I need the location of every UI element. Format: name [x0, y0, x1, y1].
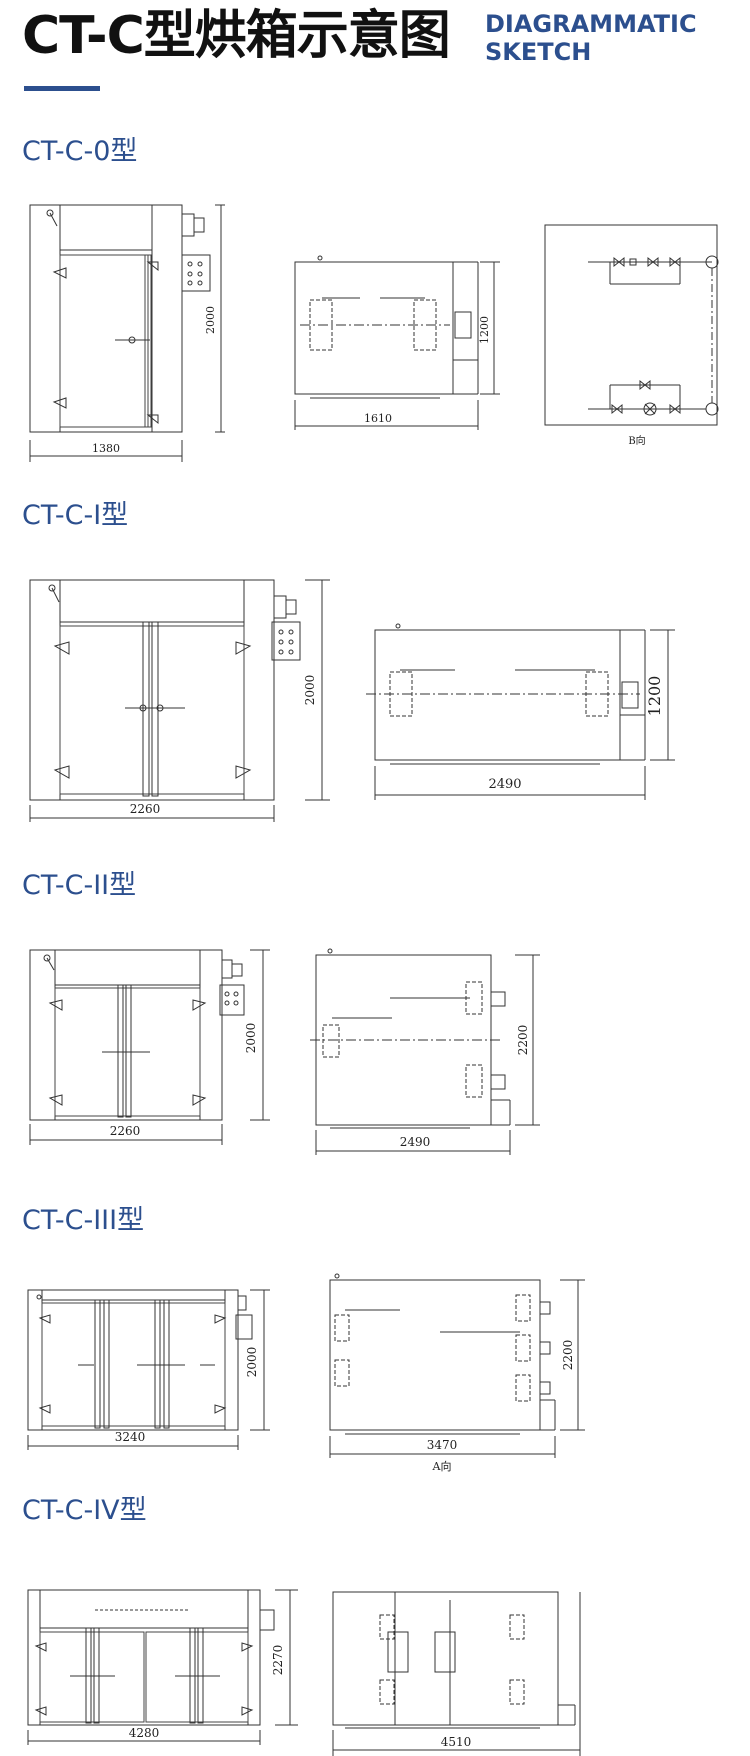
section-3-side-width: 3470: [427, 1438, 458, 1452]
section-0-front-height: 2000: [204, 306, 217, 334]
section-0-front-view: [29, 204, 225, 462]
section-3-front-width: 3240: [115, 1430, 146, 1444]
section-1-side-width: 2490: [488, 777, 521, 792]
section-2-front-view: [29, 949, 270, 1145]
section-0-piping-diagram: [544, 224, 719, 426]
page-title: CT-C型烘箱示意图: [22, 6, 451, 66]
section-1-side-view: [366, 623, 675, 800]
section-1-side-height: 1200: [645, 676, 664, 717]
section-3-front-view: [27, 1289, 270, 1450]
section-1-front-view: [29, 579, 330, 822]
page-subtitle: DIAGRAMMATIC SKETCH: [485, 10, 697, 66]
subtitle-line-1: DIAGRAMMATIC: [485, 10, 697, 38]
section-title-4: CT-C-IV型: [22, 1495, 147, 1526]
section-2-side-view: [310, 948, 540, 1155]
section-1-front-height: 2000: [303, 675, 317, 706]
section-2-front-width: 2260: [110, 1124, 141, 1138]
section-2-front-height: 2000: [244, 1023, 258, 1054]
section-3-side-height: 2200: [561, 1340, 575, 1371]
section-0-side-view: [294, 255, 500, 430]
section-4-side-view: [332, 1591, 581, 1756]
section-2-side-height: 2200: [516, 1025, 530, 1056]
section-4-front-width: 4280: [129, 1726, 160, 1740]
section-1-front-width: 2260: [130, 802, 161, 816]
section-title-0: CT-C-0型: [22, 136, 138, 167]
section-3-side-label: A向: [432, 1459, 452, 1473]
section-0-front-width: 1380: [92, 442, 120, 455]
section-0-side-height: 1200: [478, 316, 491, 344]
section-4-front-height: 2270: [271, 1645, 285, 1676]
section-4-side-width: 4510: [441, 1735, 472, 1749]
section-2-side-width: 2490: [400, 1135, 431, 1149]
section-title-2: CT-C-II型: [22, 870, 137, 901]
section-4-front-view: [27, 1589, 298, 1745]
title-underline: [24, 86, 100, 91]
subtitle-line-2: SKETCH: [485, 38, 592, 66]
section-title-3: CT-C-III型: [22, 1205, 145, 1236]
section-3-side-view: [329, 1273, 585, 1458]
section-title-1: CT-C-I型: [22, 500, 129, 531]
section-0-side-width: 1610: [364, 412, 392, 425]
section-3-front-height: 2000: [245, 1347, 259, 1378]
section-0-piping-label: B向: [628, 434, 645, 447]
